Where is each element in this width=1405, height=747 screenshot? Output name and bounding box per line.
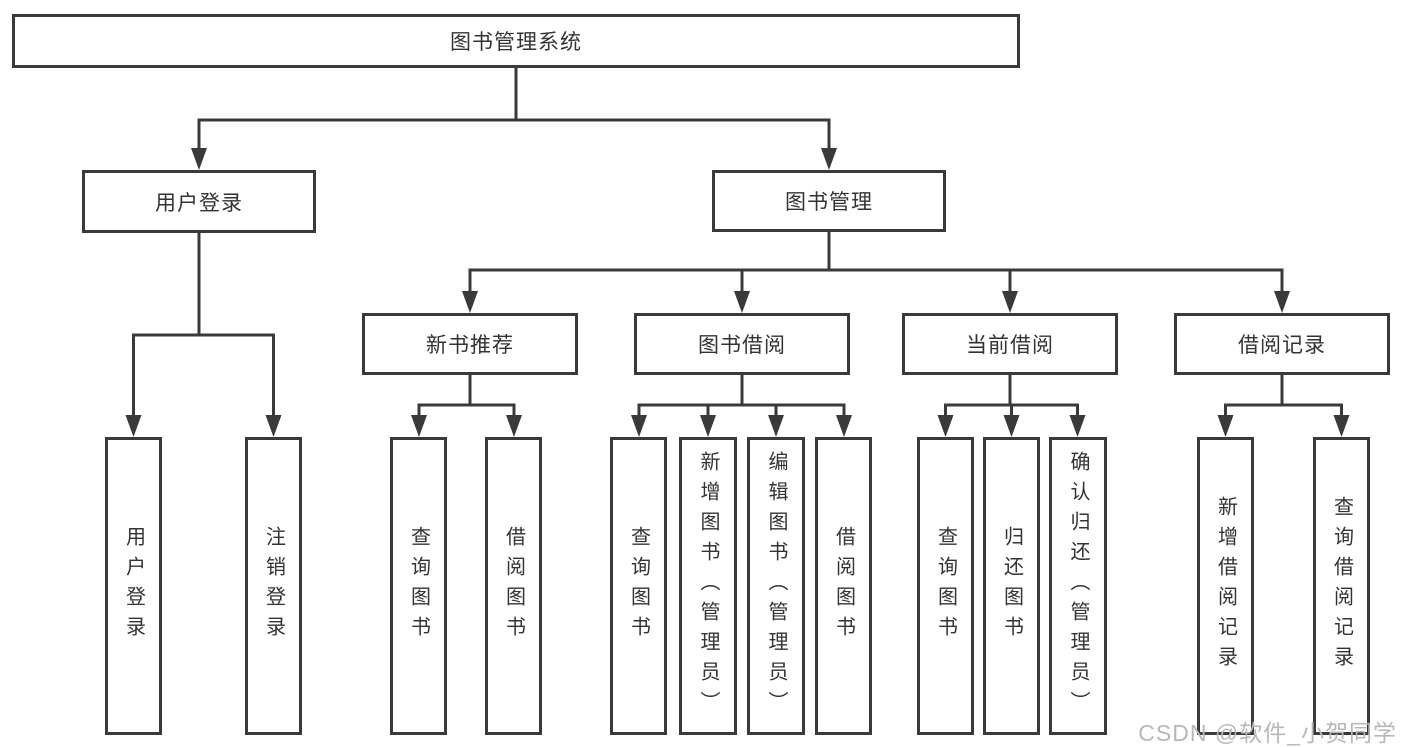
- connector-borrowing-records-to-leaves: [1217, 375, 1350, 437]
- node-label: 用户登录: [122, 526, 145, 646]
- leaf-logout: 注销登录: [245, 437, 302, 735]
- node-label: 图书管理: [785, 191, 873, 214]
- leaf-confirm-return-admin: 确认归还（管理员）: [1049, 437, 1107, 735]
- node-book-borrowing: 图书借阅: [634, 313, 850, 375]
- connector-current-borrowing-to-leaves: [937, 375, 1086, 437]
- leaf-add-book-admin: 新增图书（管理员）: [679, 437, 737, 735]
- node-user-login: 用户登录: [82, 170, 316, 233]
- node-label: 用户登录: [155, 191, 243, 215]
- node-label: 新书推荐: [426, 334, 514, 357]
- node-library-management-system: 图书管理系统: [12, 14, 1020, 68]
- connector-book-borrowing-to-leaves: [631, 375, 852, 437]
- node-label: 图书管理系统: [450, 31, 582, 54]
- node-label: 确认归还（管理员）: [1067, 451, 1089, 721]
- node-label: 借阅图书: [832, 526, 855, 646]
- node-label: 查询图书: [627, 526, 650, 646]
- leaf-borrow-books-recommendation: 借阅图书: [485, 437, 542, 735]
- connector-book-management-to-level3: [462, 232, 1290, 313]
- node-borrowing-records: 借阅记录: [1174, 313, 1390, 375]
- node-new-book-recommendation: 新书推荐: [362, 313, 578, 375]
- node-label: 归还图书: [1000, 526, 1023, 646]
- node-label: 当前借阅: [966, 334, 1054, 357]
- node-label: 借阅图书: [502, 526, 525, 646]
- leaf-query-books-borrowing: 查询图书: [610, 437, 667, 735]
- leaf-edit-book-admin: 编辑图书（管理员）: [747, 437, 805, 735]
- connector-new-book-recommendation-to-leaves: [411, 375, 522, 437]
- leaf-borrow-books-borrowing: 借阅图书: [815, 437, 872, 735]
- node-book-management: 图书管理: [712, 170, 946, 232]
- node-label: 注销登录: [262, 526, 285, 646]
- node-label: 新增图书（管理员）: [697, 451, 719, 721]
- node-label: 图书借阅: [698, 334, 786, 357]
- connector-user-login-to-leaves: [125, 233, 282, 437]
- leaf-query-borrow-record: 查询借阅记录: [1313, 437, 1370, 735]
- leaf-query-books-recommendation: 查询图书: [390, 437, 447, 735]
- node-label: 借阅记录: [1238, 334, 1326, 357]
- leaf-user-login: 用户登录: [105, 437, 162, 735]
- node-label: 查询图书: [934, 526, 957, 646]
- node-label: 查询借阅记录: [1330, 496, 1353, 676]
- node-label: 新增借阅记录: [1214, 496, 1237, 676]
- connector-root-to-level2: [191, 68, 837, 170]
- node-label: 查询图书: [407, 526, 430, 646]
- leaf-query-books-current: 查询图书: [917, 437, 974, 735]
- node-current-borrowing: 当前借阅: [902, 313, 1118, 375]
- node-label: 编辑图书（管理员）: [765, 451, 787, 721]
- leaf-return-books: 归还图书: [983, 437, 1040, 735]
- csdn-watermark: CSDN @软件_小贺同学: [1138, 720, 1397, 746]
- leaf-add-borrow-record: 新增借阅记录: [1197, 437, 1254, 735]
